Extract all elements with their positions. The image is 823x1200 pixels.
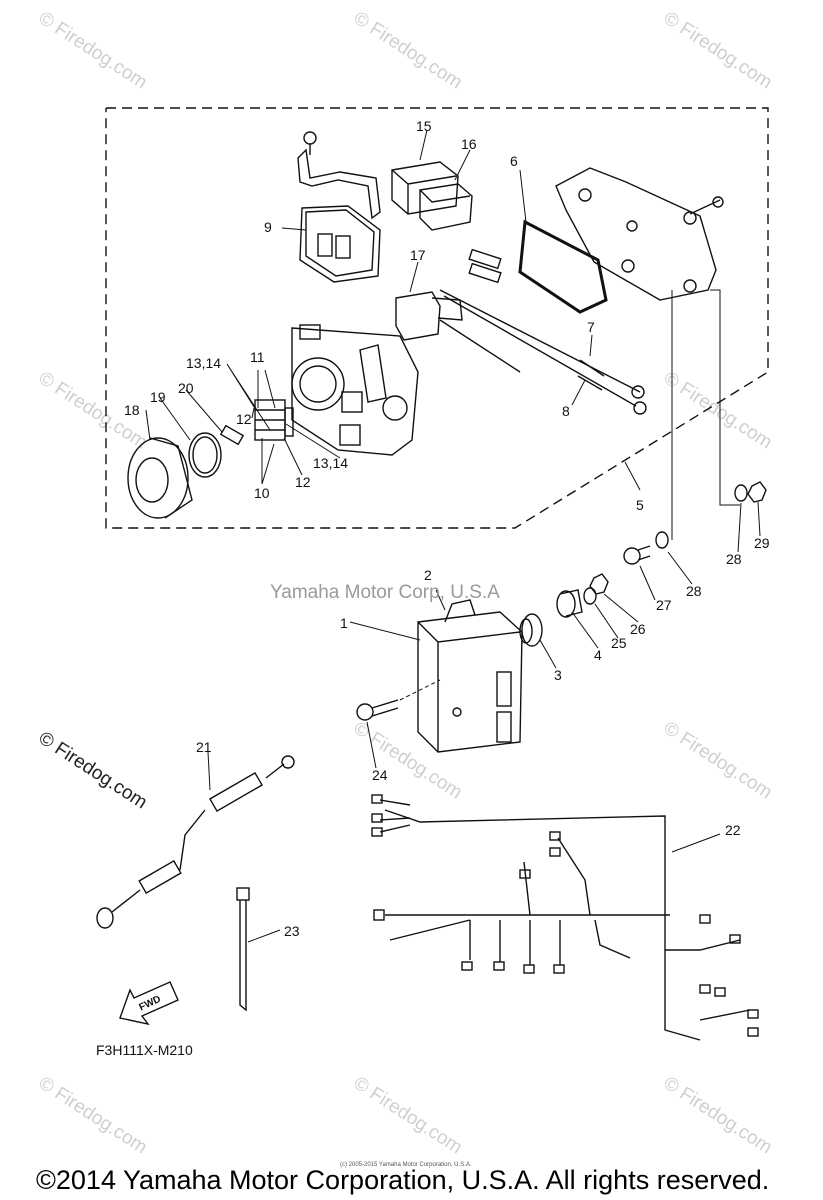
cables bbox=[439, 248, 647, 415]
callout-25: 25 bbox=[611, 635, 627, 651]
copyright: ©2014 Yamaha Motor Corporation, U.S.A. A… bbox=[36, 1165, 770, 1195]
callout-3: 3 bbox=[554, 667, 562, 683]
callout-27: 27 bbox=[656, 597, 672, 613]
grommet-3 bbox=[519, 613, 543, 647]
diagram-code: F3H111X-M210 bbox=[96, 1042, 193, 1058]
callout-12b: 12 bbox=[295, 474, 311, 490]
callout-13-14a: 13,14 bbox=[186, 355, 221, 371]
callout-12a: 12 bbox=[236, 411, 252, 427]
callout-7: 7 bbox=[587, 319, 595, 335]
callout-21: 21 bbox=[196, 739, 212, 755]
callout-23: 23 bbox=[284, 923, 300, 939]
callout-22: 22 bbox=[725, 822, 741, 838]
washer-28 bbox=[655, 531, 669, 549]
relay-15 bbox=[391, 161, 459, 215]
fwd-arrow-icon bbox=[119, 981, 179, 1026]
callout-9: 9 bbox=[264, 219, 272, 235]
tie-strap-23 bbox=[236, 887, 250, 1012]
credit-text: Yamaha Motor Corp, U.S.A bbox=[270, 582, 500, 603]
callout-8: 8 bbox=[562, 403, 570, 419]
callout-4: 4 bbox=[594, 647, 602, 663]
callout-6: 6 bbox=[510, 153, 518, 169]
screw-top bbox=[303, 131, 317, 155]
callout-17: 17 bbox=[410, 247, 426, 263]
callout-13-14b: 13,14 bbox=[313, 455, 348, 471]
callout-15: 15 bbox=[416, 118, 432, 134]
cap-18 bbox=[127, 437, 193, 519]
fwd-label: FWD bbox=[137, 994, 162, 1014]
cable-21 bbox=[96, 755, 295, 929]
callout-18: 18 bbox=[124, 402, 140, 418]
tiny-note: (c) 2005-2015 Yamaha Motor Corporation, … bbox=[340, 1162, 472, 1168]
o-ring-19 bbox=[188, 432, 222, 478]
callout-24: 24 bbox=[372, 767, 388, 783]
wire-harness-22 bbox=[371, 794, 759, 1041]
callout-29: 29 bbox=[754, 535, 770, 551]
callout-16: 16 bbox=[461, 136, 477, 152]
sensor-17 bbox=[395, 291, 463, 341]
callout-20: 20 bbox=[178, 380, 194, 396]
callout-2: 2 bbox=[424, 567, 432, 583]
collar-4 bbox=[556, 589, 583, 618]
callout-28a: 28 bbox=[686, 583, 702, 599]
throttle-body bbox=[291, 324, 419, 456]
callout-28b: 28 bbox=[726, 551, 742, 567]
callout-5: 5 bbox=[636, 497, 644, 513]
callout-11: 11 bbox=[250, 349, 265, 365]
clip-20 bbox=[219, 424, 245, 446]
washer-25 bbox=[583, 587, 597, 605]
nut-29 bbox=[747, 481, 767, 503]
callout-1: 1 bbox=[340, 615, 348, 631]
nut-26 bbox=[589, 573, 609, 595]
washer-28b bbox=[734, 484, 748, 502]
callout-19: 19 bbox=[150, 389, 166, 405]
cover-9 bbox=[299, 205, 381, 283]
assembly-frame bbox=[105, 107, 769, 529]
callout-10a: 10 bbox=[254, 485, 270, 501]
plate bbox=[555, 167, 724, 301]
gasket-6 bbox=[518, 219, 608, 314]
relay-16 bbox=[419, 183, 473, 231]
bolt-27 bbox=[623, 545, 651, 565]
connector-block bbox=[254, 399, 294, 441]
bracket bbox=[297, 148, 381, 220]
callout-26: 26 bbox=[630, 621, 646, 637]
bolt-24 bbox=[356, 699, 399, 721]
ecu bbox=[417, 599, 523, 753]
